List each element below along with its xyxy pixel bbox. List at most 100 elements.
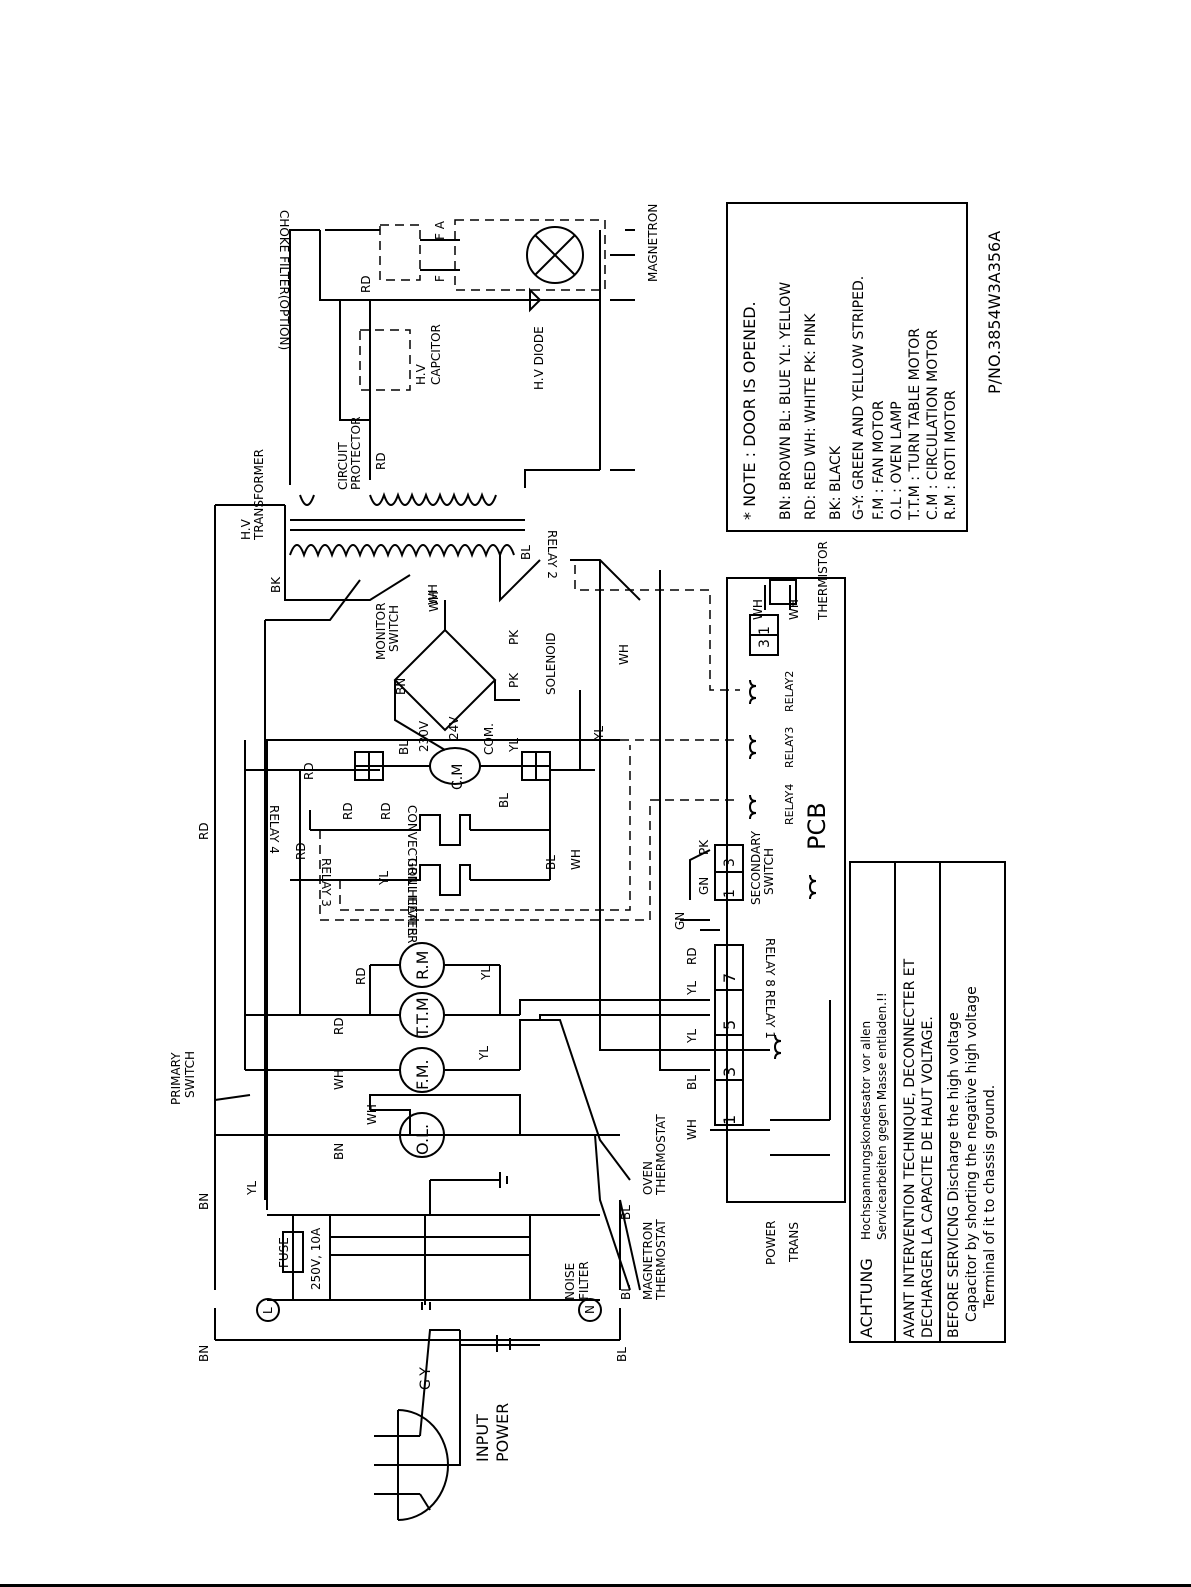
yl-solenoid-label: YL xyxy=(592,726,606,741)
bl-pin3-label: BL xyxy=(685,1075,699,1090)
legend-box xyxy=(726,202,968,532)
thermistor-pin3-label: 3 xyxy=(757,639,773,648)
achtung-title: ACHTUNG xyxy=(857,1258,876,1338)
legend-title: * NOTE : DOOR IS OPENED. xyxy=(740,301,759,520)
turntable-motor-symbol xyxy=(399,992,445,1038)
relay4-label: RELAY 4 xyxy=(267,805,281,854)
gn-secondary-label-1: GN xyxy=(697,877,711,895)
pcb-relay1-label: RELAY 1 xyxy=(763,990,777,1039)
fan-motor-symbol xyxy=(399,1047,445,1093)
convection-heater-label: CONVECTION HEATER xyxy=(405,805,419,936)
wh-pin1-label: WH xyxy=(685,1119,699,1140)
secondary-pin3-label: 3 xyxy=(722,858,738,867)
legend-line-6: O.L : OVEN LAMP xyxy=(889,401,905,520)
monitor-switch-label-2: SWITCH xyxy=(387,605,401,652)
yl-pin5b-label: YL xyxy=(685,981,699,996)
bl-conv-label: BL xyxy=(497,793,511,808)
labels: INPUT POWER G-Y BN BL L N FUSE 250V, 10A… xyxy=(169,204,831,1462)
secondary-switch-terminals xyxy=(714,844,744,901)
thermistor-connector xyxy=(749,614,779,656)
fuse-rating-label: 250V, 10A xyxy=(309,1227,323,1290)
230v-label: 230V xyxy=(417,720,431,752)
achtung-line-1: Hochspannungskondesator vor allen xyxy=(859,1021,873,1240)
yl-fm-label: YL xyxy=(477,1046,491,1061)
pcb-pin1-label: 1 xyxy=(720,1115,739,1125)
hv-transformer xyxy=(289,491,515,559)
bl-cm-label: BL xyxy=(397,740,411,755)
primary-switch-label-2: SWITCH xyxy=(183,1051,197,1098)
rd-conv-label-2: RD xyxy=(379,802,393,820)
rm-label: R.M xyxy=(413,951,432,980)
convection-heater-symbol xyxy=(405,814,471,846)
avant-line-2: DECHARGER LA CAPACITE DE HAUT VOLTAGE. xyxy=(920,1016,936,1338)
solenoid-label: SOLENOID xyxy=(544,632,558,695)
wh-transformer-label: WH xyxy=(426,584,440,605)
com-label: COM. xyxy=(482,723,496,755)
rd-rm-label: RD xyxy=(354,967,368,985)
rd-pin7-label: RD xyxy=(685,947,699,965)
noise-filter-label-2: FILTER xyxy=(577,1261,591,1300)
loads xyxy=(256,747,602,1322)
bl-input-label: BL xyxy=(615,1347,629,1362)
legend-line-3: BK: BLACK xyxy=(828,445,844,520)
pcb-relay2-label: RELAY2 xyxy=(783,671,796,712)
magnetron-label: MAGNETRON xyxy=(646,204,660,282)
circuit-protector-label-1: CIRCUIT xyxy=(336,442,350,490)
bn-monitor-label: BN xyxy=(394,678,408,695)
wh-ol-label: WH xyxy=(365,1104,379,1125)
relay1-coil xyxy=(773,1034,782,1060)
achtung-line-2: Servicearbeiten gegen Masse entladen.!! xyxy=(875,992,889,1240)
n-terminal-label: N xyxy=(583,1305,597,1314)
noise-filter-label-1: NOISE xyxy=(563,1263,577,1300)
oven-thermostat-label-1: OVEN xyxy=(641,1161,655,1195)
hv-diode-label: H.V DIODE xyxy=(532,326,546,390)
terminal-l xyxy=(256,1298,280,1322)
heaters xyxy=(405,814,471,896)
monitor-switch-label-1: MONITOR xyxy=(374,603,388,660)
input-power-label-1: INPUT xyxy=(473,1414,492,1462)
legend: * NOTE : DOOR IS OPENED. BN: BROWN BL: B… xyxy=(740,231,1004,521)
legend-line-2: RD: RED WH: WHITE PK: PINK xyxy=(803,313,819,520)
wh-monitor-label: WH xyxy=(427,591,441,612)
legend-line-8: C.M : CIRCULATION MOTOR xyxy=(925,329,941,520)
before-line-3: Terminal of it to chassis ground. xyxy=(982,1085,998,1309)
hv-capacitor-label-1: H.V xyxy=(414,363,428,385)
g-y-label: G-Y xyxy=(418,1367,434,1390)
relay4-coil xyxy=(748,794,757,820)
hv-transformer-label-2: TRANSFORMER xyxy=(252,449,266,541)
rd-conv-label-1: RD xyxy=(341,802,355,820)
grill-heater-symbol xyxy=(405,864,471,896)
pcb-pin7-label: 7 xyxy=(720,973,739,983)
fa-label: F A xyxy=(433,220,447,240)
thermistor-label: THERMISTOR xyxy=(816,541,830,621)
rd-relay4-label: RD xyxy=(302,762,316,780)
pcb-pin3-label: 3 xyxy=(720,1067,739,1077)
ol-label: O.L. xyxy=(413,1124,432,1155)
legend-line-5: F.M : FAN MOTOR xyxy=(871,400,887,520)
pcb-relay4-label: RELAY4 xyxy=(783,784,796,825)
pcb-relay3-label: RELAY3 xyxy=(783,727,796,768)
cm-label: C.M xyxy=(450,764,466,790)
ttm-label: T.T.M xyxy=(413,997,432,1038)
relay3-label: RELAY 3 xyxy=(319,858,333,907)
power-trans-label-2: TRANS xyxy=(787,1222,801,1263)
power-trans-label-1: POWER xyxy=(764,1221,778,1265)
page-bottom-rule xyxy=(0,1584,1191,1587)
thermistor-pin1-label: 1 xyxy=(757,626,773,635)
relay2-coil xyxy=(748,679,757,705)
gn-secondary-label-2: GN xyxy=(673,912,687,930)
grill-heater-label: GRILL HEATER xyxy=(405,858,419,944)
secondary-switch-label-2: SWITCH xyxy=(762,848,776,895)
yl-cm-label: YL xyxy=(507,738,521,753)
terminal-n xyxy=(578,1298,602,1322)
wh-relay2-label: WH xyxy=(617,644,631,665)
legend-line-7: T.T.M : TURN TABLE MOTOR xyxy=(907,328,923,521)
yl-pin5-label: YL xyxy=(685,1029,699,1044)
oven-thermostat-label-2: THERMOSTAT xyxy=(654,1114,668,1196)
rd-primary-label: RD xyxy=(197,822,211,840)
yl-fuse-label: YL xyxy=(245,1181,259,1196)
pcb-terminal-block xyxy=(714,944,744,1126)
yl-rm-label: YL xyxy=(479,966,493,981)
secondary-switch-label-1: SECONDARY xyxy=(749,830,763,905)
